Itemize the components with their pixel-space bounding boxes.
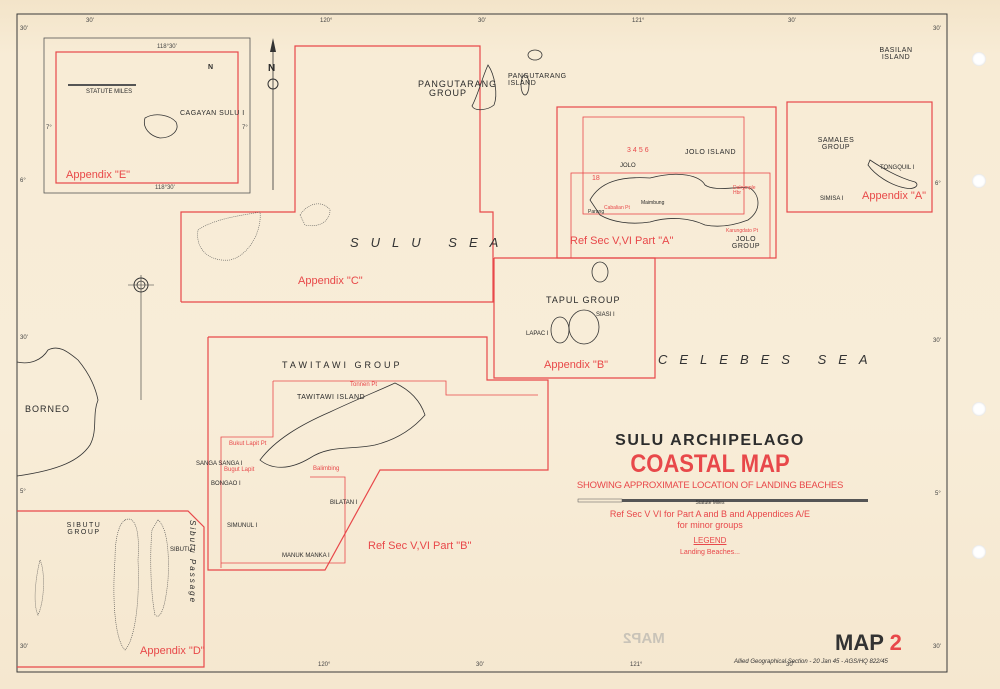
label-dalrymple: Dalrymple Hbr <box>733 185 756 196</box>
credit-line: Allied Geographical Section - 20 Jan 45 … <box>734 659 888 665</box>
map-id-label: MAP <box>835 630 884 655</box>
label-tongquil: TONGQUIL I <box>880 165 915 171</box>
label-sibutu-passage: Sibutu Passage <box>188 520 197 605</box>
label-bongao: BONGAO I <box>211 481 241 487</box>
label-bugut-lapit: Bugut Lapit <box>224 467 255 473</box>
label-part-a: Ref Sec V,VI Part "A" <box>570 235 674 247</box>
label-sibutu-island: SIBUTU I <box>170 547 196 553</box>
legend-item-landing-beaches: Landing Beaches... <box>680 549 740 556</box>
legend-heading: LEGEND <box>693 536 727 545</box>
label-maimbung: Maimbung <box>641 200 665 206</box>
lat-tick-right-3: 5° <box>935 491 941 497</box>
label-bilatan: BILATAN I <box>330 500 358 506</box>
label-appendix-d: Appendix "D" <box>140 645 205 657</box>
inset-scale-label: STATUTE MILES <box>86 89 133 95</box>
label-basilan: BASILAN ISLAND <box>879 47 913 61</box>
inset-north-label: N <box>208 64 214 71</box>
label-tawitawi-group: TAWITAWI GROUP <box>282 360 403 370</box>
lat-tick-right-4: 30' <box>933 644 941 650</box>
lon-tick-bottom-0: 120° <box>318 662 331 668</box>
label-manuk-manka: MANUK MANKA I <box>282 553 330 559</box>
inset-top-lon: 118°30' <box>157 44 177 50</box>
inset-scale-bar <box>68 84 136 86</box>
inset-lat-right: 7° <box>242 125 248 131</box>
binder-hole <box>972 174 986 188</box>
lon-tick-top-4: 30' <box>788 18 796 24</box>
label-jolo-town: JOLO <box>620 163 636 169</box>
lat-tick-left-2: 30' <box>20 335 28 341</box>
lon-tick-bottom-2: 121° <box>630 662 643 668</box>
label-appendix-c: Appendix "C" <box>298 275 363 287</box>
title-line-1: SULU ARCHIPELAGO <box>615 432 805 449</box>
label-cabalian: Cabalian Pt <box>604 205 630 211</box>
map-id: MAP 2 <box>835 630 902 656</box>
lat-tick-right-2: 30' <box>933 338 941 344</box>
label-sanga-sanga: SANGA SANGA I <box>196 461 243 467</box>
label-bukut-lapit: Bukut Lapit Pt <box>229 441 267 447</box>
title-line-2: COASTAL MAP <box>630 449 790 478</box>
map-id-number: 2 <box>889 630 902 655</box>
binder-hole <box>972 545 986 559</box>
lat-tick-right-1: 6° <box>935 181 941 187</box>
label-appendix-e: Appendix "E" <box>66 169 131 181</box>
label-tonnen: Tonnen Pt <box>350 382 378 388</box>
north-arrow-label: N <box>268 63 276 74</box>
lat-tick-left-3: 5° <box>20 489 26 495</box>
lat-tick-left-1: 6° <box>20 178 26 184</box>
inset-lat-left: 7° <box>46 125 52 131</box>
inset-bottom-lon: 118°30' <box>155 185 175 191</box>
binder-hole <box>972 52 986 66</box>
beach-3-6: 3456 <box>627 147 651 154</box>
lon-tick-top-2: 30' <box>478 18 486 24</box>
label-parang: Parang <box>588 209 605 215</box>
lon-tick-bottom-3: 30' <box>786 662 794 668</box>
label-jolo-group: JOLO GROUP <box>731 236 761 250</box>
label-siasi: SIASI I <box>596 312 615 318</box>
label-pangutarang-group: PANGUTARANG GROUP <box>418 79 498 98</box>
lat-tick-right-0: 30' <box>933 26 941 32</box>
lon-tick-top-3: 121° <box>632 18 645 24</box>
scale-label: Statute Miles <box>695 500 725 506</box>
lon-tick-bottom-1: 30' <box>476 662 484 668</box>
lon-tick-top-1: 120° <box>320 18 333 24</box>
title-subtitle: SHOWING APPROXIMATE LOCATION OF LANDING … <box>576 480 844 491</box>
label-sibutu-group: SIBUTU GROUP <box>66 522 102 536</box>
beach-18: 18 <box>592 175 600 182</box>
mirror-stamp: MAP2 <box>623 630 665 647</box>
label-sulu-sea: SULU SEA <box>350 235 511 250</box>
ref-line-2: for minor groups <box>677 520 743 530</box>
label-pangutarang-island: PANGUTARANG ISLAND <box>508 73 567 87</box>
label-appendix-b: Appendix "B" <box>544 359 609 371</box>
label-simisa: SIMISA I <box>820 196 844 202</box>
label-lapac: LAPAC I <box>526 331 549 337</box>
label-celebes-sea: CELEBES SEA <box>658 352 880 367</box>
label-part-b: Ref Sec V,VI Part "B" <box>368 540 472 552</box>
label-samales: SAMALES GROUP <box>817 137 855 151</box>
label-balimbing: Balimbing <box>313 466 340 472</box>
label-karungdato: Karungdato Pt <box>726 228 758 234</box>
label-simunul: SIMUNUL I <box>227 523 258 529</box>
title-block: SULU ARCHIPELAGO COASTAL MAP SHOWING APP… <box>530 432 890 556</box>
lat-tick-left-4: 30' <box>20 644 28 650</box>
label-borneo: BORNEO <box>25 404 71 414</box>
ref-line-1: Ref Sec V VI for Part A and B and Append… <box>609 509 811 519</box>
label-tawitawi-island: TAWITAWI ISLAND <box>297 394 366 401</box>
label-appendix-a: Appendix "A" <box>862 190 927 202</box>
lon-tick-top-0: 30' <box>86 18 94 24</box>
lat-tick-left-0: 30' <box>20 26 28 32</box>
label-jolo-island: JOLO ISLAND <box>685 149 737 156</box>
label-tapul-group: TAPUL GROUP <box>546 295 621 305</box>
label-cagayan-sulu: CAGAYAN SULU I <box>180 110 245 117</box>
binder-hole <box>972 402 986 416</box>
